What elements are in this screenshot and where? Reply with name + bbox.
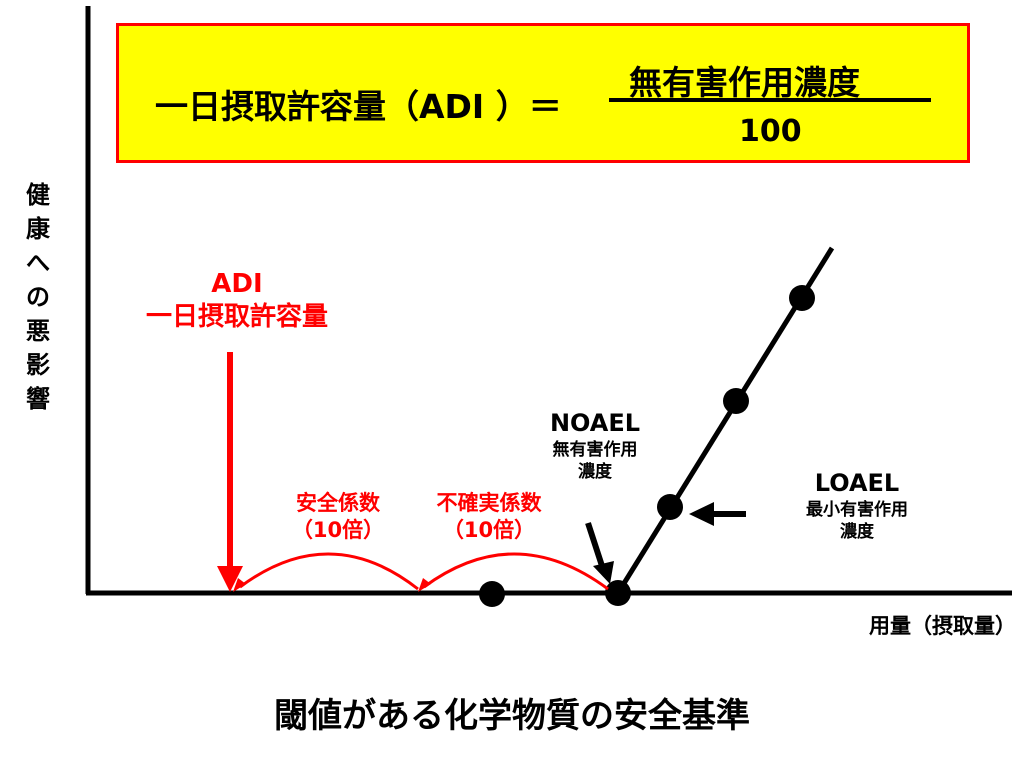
fraction-bar (609, 98, 931, 102)
safety-factor-sub: （10倍） (291, 518, 385, 543)
noael-line1: 無有害作用 (552, 440, 638, 461)
noael-label: NOAEL 無有害作用 濃度 (520, 408, 670, 483)
adi-label: ADI 一日摂取許容量 (118, 268, 356, 333)
uncertainty-factor-arrowhead (418, 578, 431, 592)
noael-pointer-shaft (585, 522, 606, 570)
loael-line2: 濃度 (840, 522, 874, 543)
formula-denominator: 100 (739, 114, 802, 149)
noael-pointer-head (593, 561, 614, 584)
uncertainty-factor-sub: （10倍） (442, 518, 536, 543)
loael-point (657, 494, 683, 520)
y-axis-label-char: 悪 (26, 317, 50, 346)
noael-point (605, 580, 631, 606)
y-axis-label: 健 康 へ の 悪 影 響 (22, 178, 54, 417)
formula-lhs: 一日摂取許容量（ADI ）＝ (155, 87, 562, 126)
uncertainty-factor-text: 不確実係数 (436, 491, 542, 515)
safety-factor-arrowhead (233, 578, 246, 592)
noael-line2: 濃度 (578, 462, 612, 483)
adi-text: 一日摂取許容量 (145, 301, 328, 332)
uncertainty-factor-label: 不確実係数 （10倍） (415, 490, 563, 545)
safety-factor-arc (239, 552, 419, 591)
safety-factor-text: 安全係数 (296, 491, 380, 515)
safety-factor-label: 安全係数 （10倍） (272, 490, 404, 545)
noael-abbr: NOAEL (549, 409, 641, 437)
adi-abbr: ADI (211, 269, 263, 299)
formula-box: 一日摂取許容量（ADI ）＝ 無有害作用濃度 100 (116, 23, 970, 163)
page-title: 閾値がある化学物質の安全基準 (274, 696, 750, 736)
loael-abbr: LOAEL (814, 469, 900, 497)
formula-numerator: 無有害作用濃度 (629, 63, 860, 102)
uncertainty-factor-arc (423, 552, 609, 591)
loael-label: LOAEL 最小有害作用 濃度 (770, 468, 944, 543)
adi-arrow-head (217, 566, 243, 592)
loael-pointer-head (689, 502, 714, 526)
y-axis-label-char: 影 (26, 351, 50, 380)
loael-line1: 最小有害作用 (806, 500, 908, 521)
data-point (789, 285, 815, 311)
data-point (723, 388, 749, 414)
data-point (479, 581, 505, 607)
y-axis-label-char: 康 (26, 215, 50, 244)
x-axis-label: 用量（摂取量） (869, 614, 1016, 638)
y-axis-label-char: へ (26, 249, 50, 278)
y-axis-label-char: 響 (26, 385, 50, 414)
y-axis-label-char: 健 (26, 181, 50, 209)
y-axis-label-char: の (26, 283, 50, 312)
